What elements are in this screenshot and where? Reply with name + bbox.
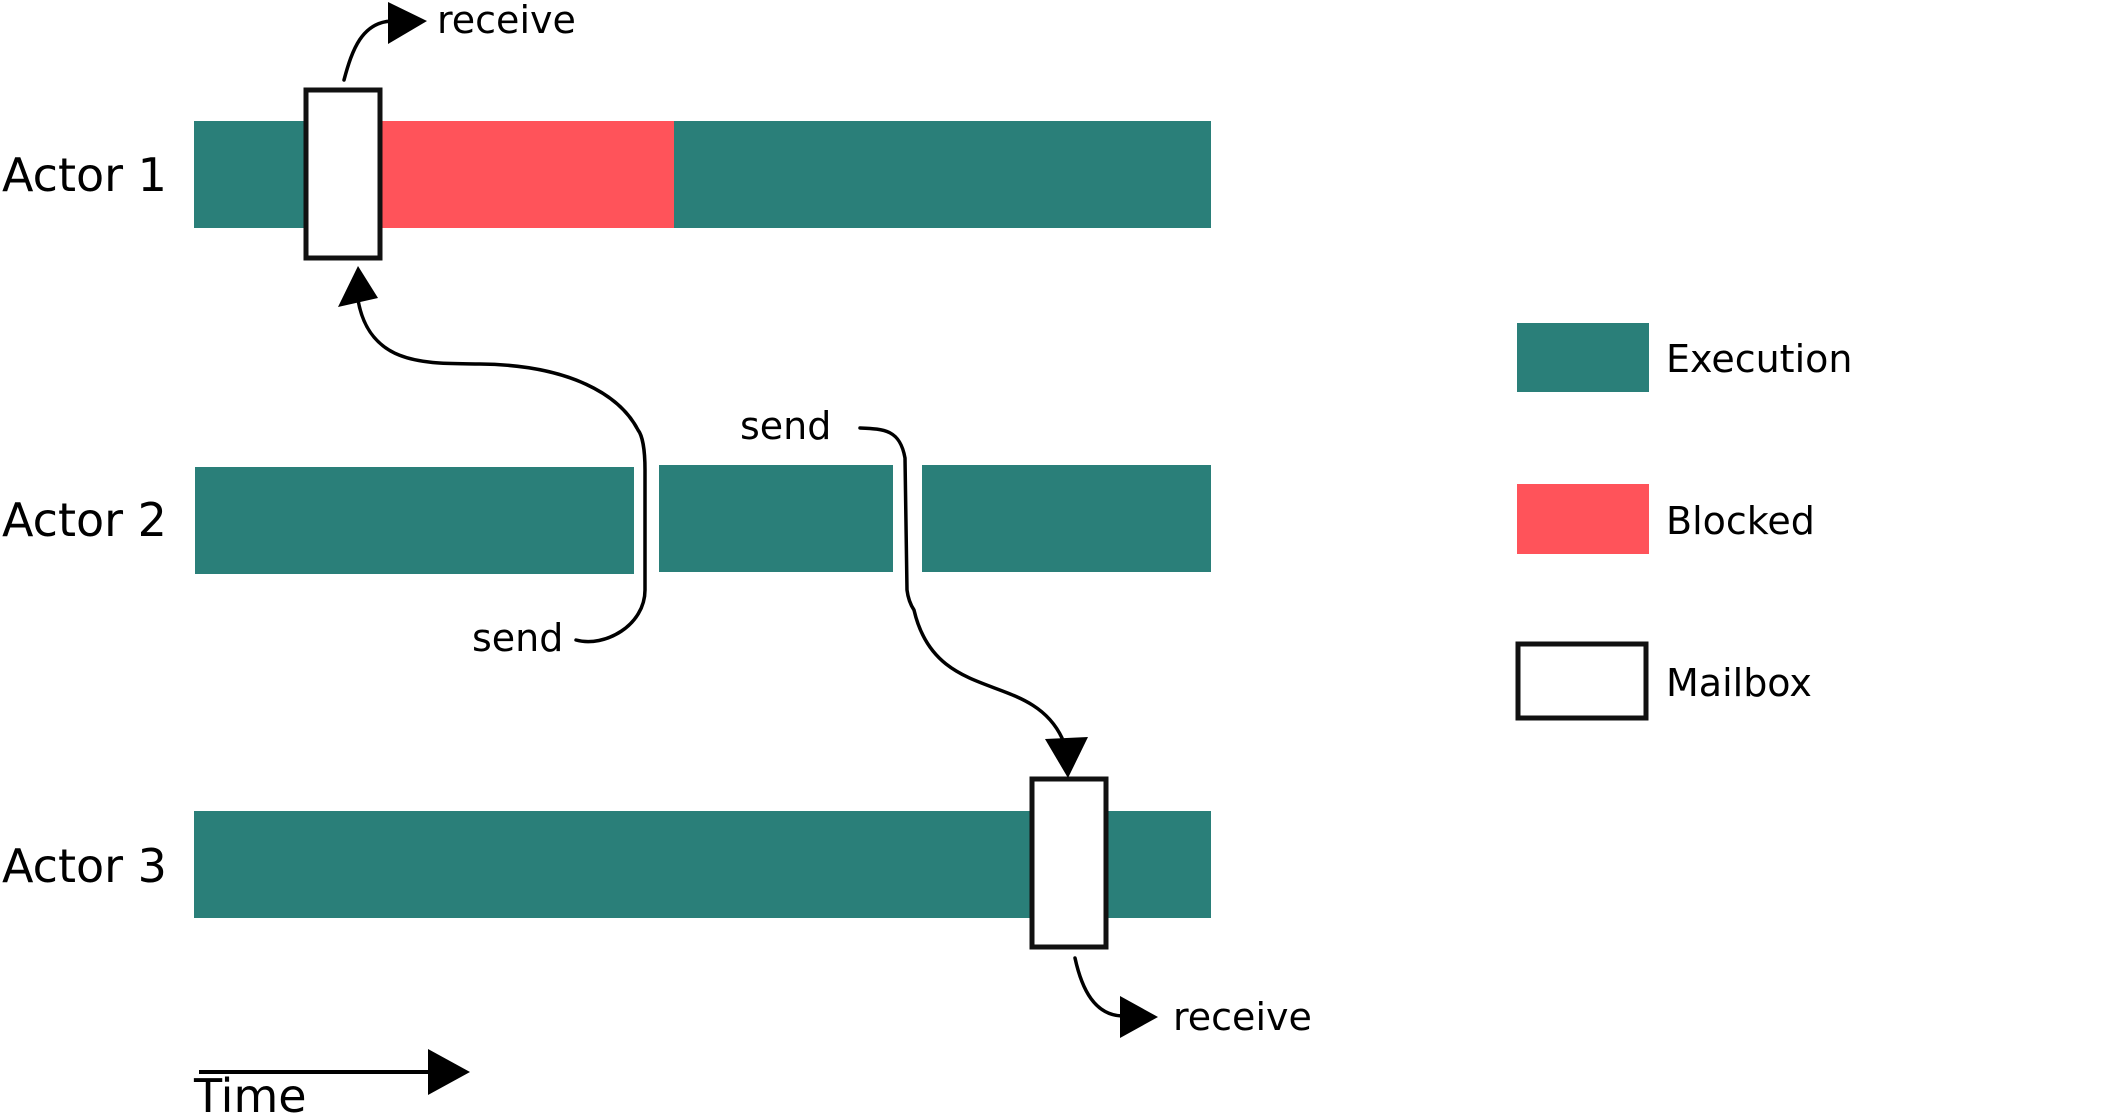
actor-3-label: Actor 3 [2,839,167,893]
message-arrowhead-actor1 [338,266,378,307]
actor-1-receive-arrow [342,16,401,82]
legend-mailbox-label: Mailbox [1666,661,1812,705]
message-arrowhead-actor3 [1045,737,1088,778]
legend-blocked-label: Blocked [1666,499,1815,543]
actor-1-label: Actor 1 [2,148,167,202]
actor-2-execution-segment [922,465,1211,572]
actor-3-mailbox [1029,776,1109,950]
actor-2-execution-segment [195,467,634,574]
legend: Execution Blocked Mailbox [1515,323,1852,721]
actor-3-receive-label: receive [1173,995,1312,1039]
message-arrow-actor2-to-actor3 [858,426,1064,740]
actor-3-timeline [194,776,1211,950]
time-axis-arrowhead [428,1049,470,1095]
legend-blocked-swatch [1517,484,1649,554]
actor-1-execution-segment [194,121,306,228]
actor-2-execution-segment [659,465,893,572]
actor-1-receive-label: receive [437,0,576,42]
actor-2-timeline [195,465,1211,574]
message-arrow-actor2-to-actor1 [356,298,647,644]
legend-mailbox-swatch [1515,641,1649,721]
actor-1-mailbox [303,87,383,261]
actor-1-receive-arrowhead [388,2,427,44]
actor-1-blocked-segment [380,121,674,228]
actor-2-label: Actor 2 [2,493,167,547]
actor-1-timeline [194,87,1211,261]
time-axis-label: Time [193,1069,307,1119]
actor-1-execution-segment [674,121,1211,228]
legend-execution-label: Execution [1666,337,1852,381]
actor-2-send-label-a: send [472,616,563,660]
actor-2-send-label-b: send [740,404,831,448]
legend-execution-swatch [1517,323,1649,392]
actor-3-receive-arrow [1073,956,1124,1018]
time-axis: Time [193,1049,470,1119]
actor-3-receive-arrowhead [1120,996,1158,1038]
